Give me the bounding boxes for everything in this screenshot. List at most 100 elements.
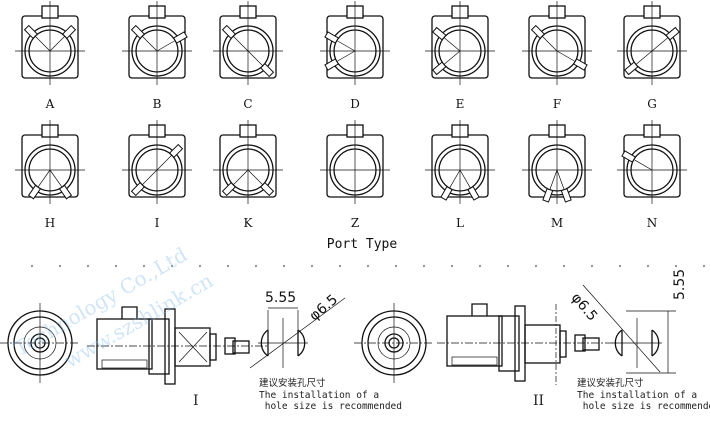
- panel-flange: [514, 305, 526, 382]
- port-icon-D: [320, 1, 390, 85]
- port-label-D: D: [350, 97, 360, 111]
- port-icon-Z: [320, 120, 390, 204]
- port-label-I: I: [154, 216, 160, 230]
- port-label-A: A: [45, 97, 55, 111]
- key-line: [232, 35, 249, 52]
- latch: [121, 306, 138, 319]
- key-notch: [169, 143, 184, 158]
- panel-flange: [164, 308, 176, 385]
- separator-dot: [423, 265, 425, 267]
- port-icon-M: [522, 120, 592, 204]
- key-notch: [221, 24, 236, 39]
- separator-dot: [507, 265, 509, 267]
- view-label-2: II: [533, 393, 545, 409]
- note-cn-view-1: 建议安装孔尺寸: [259, 378, 326, 389]
- side-view-2: [437, 303, 617, 382]
- port-label-C: C: [243, 97, 253, 111]
- port-icon-E: [425, 1, 495, 85]
- key-line: [541, 35, 558, 52]
- port-label-F: F: [552, 97, 562, 111]
- key-notch: [440, 186, 453, 201]
- key-notch: [260, 63, 275, 78]
- dimension-width-view-1: 5.55: [265, 290, 297, 306]
- key-notch: [621, 150, 636, 163]
- cross-mark: [178, 331, 208, 363]
- key-notch: [62, 24, 77, 39]
- separator-dot: [59, 265, 61, 267]
- separator-dot: [535, 265, 537, 267]
- connector-body: [96, 318, 153, 370]
- key-line: [549, 169, 558, 190]
- housing-step: [498, 315, 520, 372]
- mounting-hole-2: [612, 318, 662, 368]
- key-notch: [665, 26, 680, 41]
- key-line: [635, 50, 653, 65]
- mounting-hole-1: [258, 318, 308, 368]
- separator-dot: [143, 265, 145, 267]
- separator-dot: [367, 265, 369, 267]
- port-label-M: M: [550, 216, 564, 230]
- key-notch: [560, 188, 572, 203]
- key-line: [34, 35, 51, 52]
- key-line: [336, 50, 356, 62]
- key-notch: [324, 58, 339, 71]
- port-label-K: K: [243, 216, 253, 230]
- key-line: [443, 50, 461, 65]
- front-view-1: [0, 303, 80, 383]
- separator-dot: [283, 265, 285, 267]
- key-line: [156, 154, 173, 171]
- diameter-leader: [582, 284, 661, 373]
- key-line: [651, 37, 669, 52]
- port-icon-I: [122, 120, 192, 204]
- port-label-Z: Z: [350, 216, 360, 230]
- key-notch: [23, 24, 38, 39]
- key-notch: [432, 61, 447, 76]
- port-icon-C: [213, 1, 283, 85]
- separator-dot: [115, 265, 117, 267]
- key-line: [156, 40, 176, 52]
- separator-dot: [255, 265, 257, 267]
- note-en-view-2: The installation of a hole size is recom…: [577, 390, 710, 412]
- key-line: [633, 159, 653, 171]
- key-line: [556, 50, 576, 62]
- key-notch: [260, 182, 275, 197]
- separator-dot: [171, 265, 173, 267]
- key-notch: [130, 24, 145, 39]
- body-rib: [101, 359, 148, 369]
- nut: [209, 333, 217, 361]
- note-cn-view-2: 建议安装孔尺寸: [577, 378, 644, 389]
- key-line: [37, 169, 51, 188]
- diagram-title: Port Type: [326, 237, 398, 252]
- connector-body: [446, 315, 503, 367]
- key-notch: [573, 58, 588, 71]
- separator-dot: [395, 265, 397, 267]
- threaded-barrel: [524, 324, 561, 364]
- port-label-L: L: [456, 216, 464, 230]
- key-notch: [58, 184, 73, 200]
- key-notch: [624, 61, 639, 76]
- view-label-1: I: [193, 393, 199, 409]
- separator-dot: [311, 265, 313, 267]
- port-label-H: H: [44, 216, 56, 230]
- separator-dot: [199, 265, 201, 267]
- separator-dot: [563, 265, 565, 267]
- separator-dot: [451, 265, 453, 267]
- separator-dot: [479, 265, 481, 267]
- key-notch: [130, 182, 145, 197]
- key-notch: [221, 182, 236, 197]
- port-label-B: B: [152, 97, 162, 111]
- key-notch: [27, 184, 42, 200]
- port-label-E: E: [455, 97, 465, 111]
- port-label-N: N: [646, 216, 658, 230]
- body-rib: [451, 356, 498, 366]
- key-line: [336, 40, 356, 52]
- separator-dot: [647, 265, 649, 267]
- port-icon-L: [425, 120, 495, 204]
- key-line: [232, 169, 249, 186]
- key-line: [49, 35, 66, 52]
- separator-dot: [339, 265, 341, 267]
- separator-dot: [31, 265, 33, 267]
- port-icon-A: [15, 1, 85, 85]
- port-icon-K: [213, 120, 283, 204]
